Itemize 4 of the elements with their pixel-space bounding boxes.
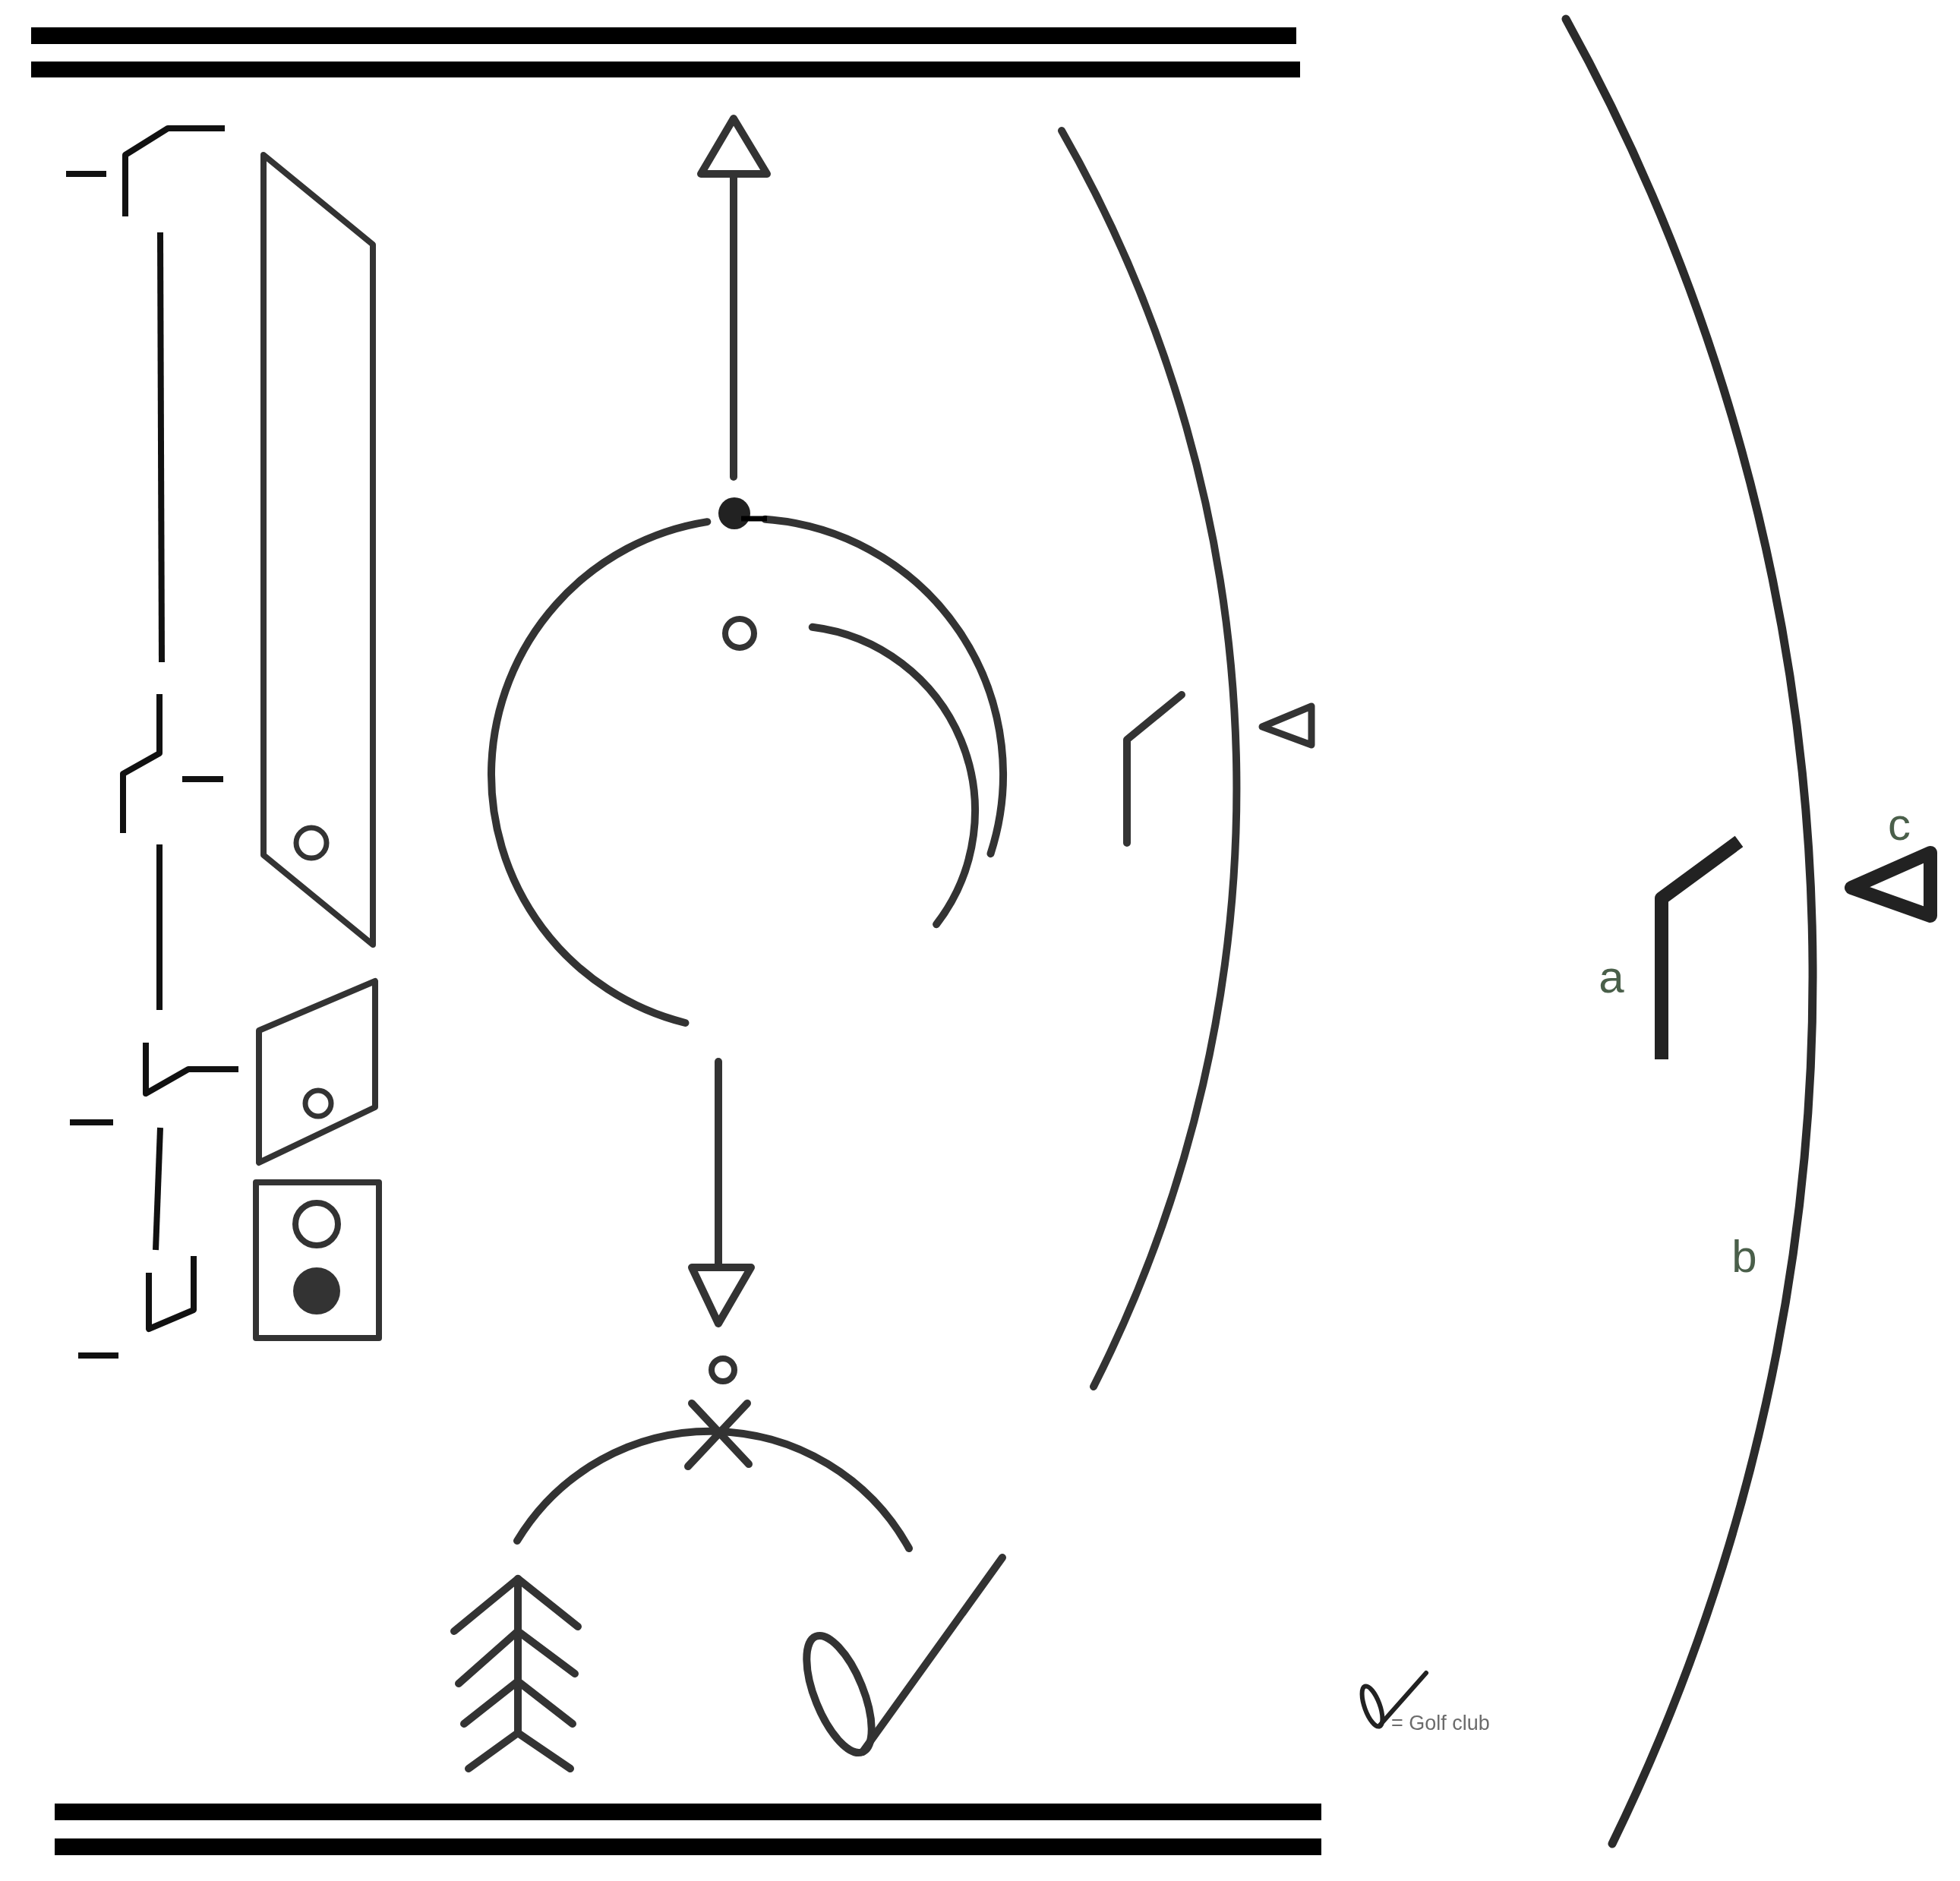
part-label: a — [1599, 955, 1624, 1000]
part-label: b — [1731, 1234, 1757, 1280]
part-label: c — [1888, 802, 1911, 847]
legend-text: = Golf club — [1391, 1713, 1490, 1734]
